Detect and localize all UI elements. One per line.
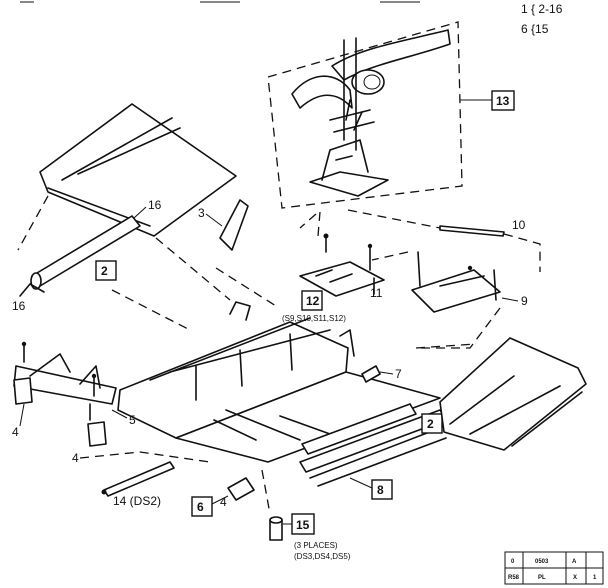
leader-6 [211,495,229,505]
callout-box-2a [95,260,117,281]
sensors-note: (DS3,DS4,DS5) [294,552,351,561]
leader-16a [133,206,147,219]
switch-bracket-12-slots [315,269,353,283]
title-cell-r2c1: R58 [508,575,520,581]
shaft-10-leaders [347,209,541,272]
actuator-lever [219,199,249,251]
title-cell-r1c3: A [572,559,577,565]
callout-4c: 4 [220,495,227,509]
title-cell-r2c3: X [573,575,577,581]
callout-14: 14 (DS2) [113,494,161,508]
screw-head-1 [21,341,27,347]
callout-13: 13 [496,94,510,108]
guide-rod-end [30,272,42,290]
callout-12: 12 [306,294,320,308]
assembly-base-plate [309,171,389,197]
bracket-9 [411,269,501,313]
leader-4b [79,451,211,463]
guide-rod-left [31,215,141,287]
guide-rod-right [301,403,417,455]
callout-5: 5 [129,413,136,427]
bracket-9-uprights [417,251,497,301]
title-cell-r2c2: PL [538,575,546,581]
callout-box-2b [421,413,443,434]
screw-head-11 [367,243,373,249]
bracket-9-leaders [371,251,501,349]
chassis-inner-lines [213,409,331,441]
callout-box-13 [491,90,515,111]
callout-11: 11 [370,286,383,300]
chassis-tabs [229,301,355,357]
leader-8 [349,477,373,489]
bracket-post [329,37,375,151]
upper-guide-plate [39,103,237,237]
leader-5 [111,409,128,419]
screw-head-2 [91,373,97,379]
ribbon-cable [331,29,451,81]
assembly-13-boundary [267,21,463,209]
sensor-ds2-cable [103,461,175,497]
screws-left [23,343,95,421]
callout-4b: 4 [72,451,79,465]
ribbon-cable-loop [291,75,353,109]
lower-right-plate-leader [415,343,477,349]
callout-16b: 16 [12,299,26,313]
callout-box-6 [191,496,213,517]
lower-right-plate [439,337,587,451]
leader-4a [19,403,25,427]
note-line-1: 1 { 2-16 [521,2,563,16]
note-line-2: 6 {15 [521,22,549,36]
places-note: (3 PLACES) [294,541,338,550]
leader-7 [379,371,394,375]
sensor-15-top [269,516,283,524]
callout-box-12 [301,290,323,311]
callout-15: 15 [296,518,310,532]
lower-right-plate-ribs [449,375,583,447]
callout-3: 3 [198,206,205,220]
callout-10: 10 [512,218,526,232]
title-cell-r1c1: 0 [511,559,515,565]
leader-15-dash [261,469,271,515]
guide-plate-leaders [17,195,231,301]
chassis-dash-leaders [111,267,277,331]
motor-roll-end [363,74,381,90]
callout-2a: 2 [101,264,108,278]
shaft-10 [439,225,505,237]
callout-4a: 4 [12,425,19,439]
switch-bracket-12 [299,261,385,297]
callout-16a: 16 [148,198,162,212]
chassis-floor [175,371,441,463]
switch-list-note: (S9,S10,S11,S12) [282,314,346,323]
sensor-ds2-tip [101,489,107,495]
left-frame-bends [29,353,101,389]
screw-11 [369,245,375,295]
assembly-linkage [345,99,363,131]
leader-9 [501,297,519,302]
left-bracket-4 [13,377,33,405]
bracket-4b [87,421,107,447]
title-cell-r1c2: 0503 [535,559,549,565]
callout-7: 7 [395,367,402,381]
callout-2b: 2 [427,417,434,431]
leader-3 [205,213,223,227]
assembly-frame [321,139,369,181]
clip-7 [361,365,381,383]
chassis-ribs [149,317,331,401]
title-cell-r2c4: 1 [593,575,597,581]
screw-head-9 [467,265,473,271]
callout-9: 9 [521,294,528,308]
spring-16b [19,283,45,297]
callout-6: 6 [197,500,204,514]
assembly-dash-leader [299,211,321,237]
callout-box-8 [371,479,393,500]
title-block: 0 0503 A R58 PL X 1 [504,551,604,585]
callout-8: 8 [377,483,384,497]
guide-rail-8-edges [309,427,447,487]
bracket-4c [227,477,255,501]
